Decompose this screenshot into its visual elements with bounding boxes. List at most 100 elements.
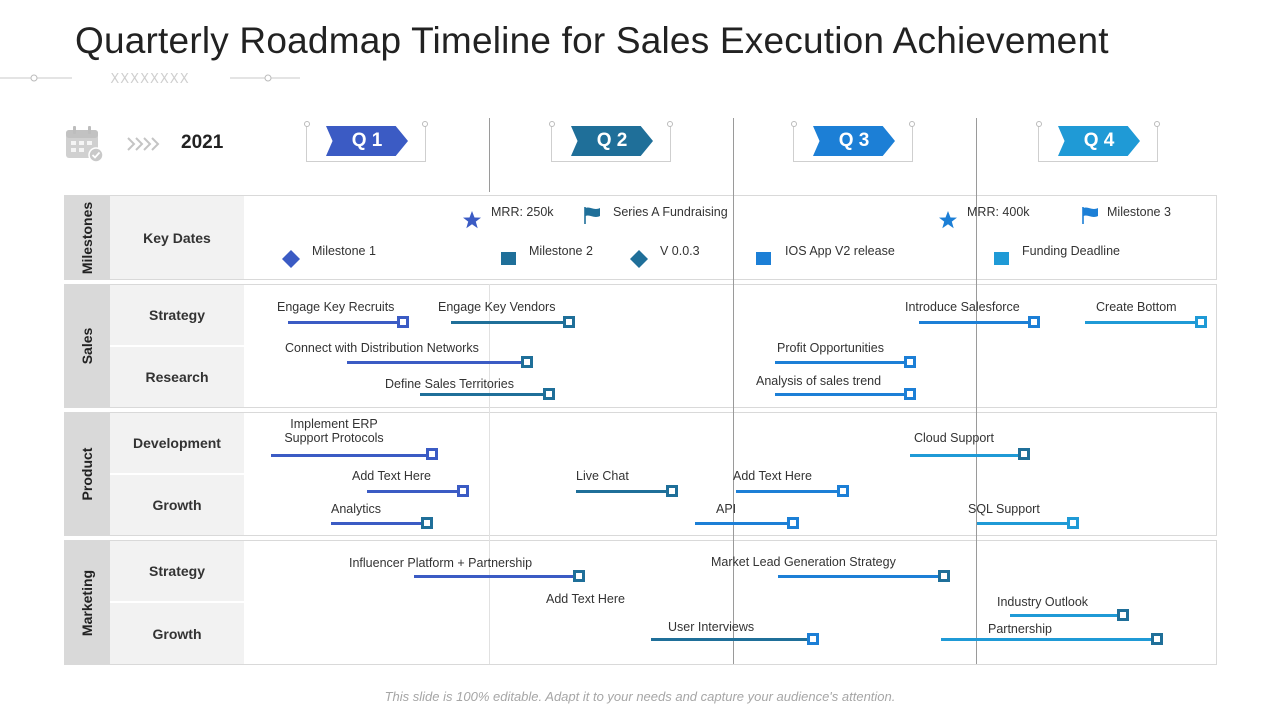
task-label: Industry Outlook	[997, 595, 1089, 609]
task-label: Engage Key Recruits	[277, 300, 395, 314]
task-end-marker	[1018, 448, 1030, 460]
task-end-marker	[837, 485, 849, 497]
milestone-label: Series A Fundraising	[613, 205, 728, 219]
milestone-label: Milestone 1	[312, 244, 376, 258]
quarter-divider-1	[489, 118, 490, 192]
quarter-frame-q1	[304, 121, 428, 162]
row-label-sales-strategy: Strategy	[110, 285, 244, 345]
year-label: 2021	[181, 132, 224, 153]
task-label: Create Bottom	[1096, 300, 1177, 314]
task-bar	[367, 490, 458, 493]
task-bar	[775, 361, 905, 364]
page-title: Quarterly Roadmap Timeline for Sales Exe…	[75, 20, 1109, 61]
task-end-marker	[563, 316, 575, 328]
task-label: API	[716, 502, 737, 516]
task-label: Add Text Here	[546, 592, 625, 606]
task-label: Partnership	[988, 622, 1052, 636]
task-bar	[941, 638, 1151, 641]
task-label: Define Sales Territories	[385, 377, 514, 391]
quarter-badge-q3: Q 3	[813, 126, 895, 156]
row-label-product-development: Development	[110, 413, 244, 473]
task-bar	[910, 454, 1018, 457]
diamond-icon	[282, 250, 300, 268]
decorative-divider: XXXXXXXX	[0, 72, 300, 86]
calendar-icon	[66, 126, 104, 163]
task-bar	[414, 575, 574, 578]
section-label-product: Product	[64, 412, 109, 536]
task-label: User Interviews	[668, 620, 755, 634]
task-end-marker	[543, 388, 555, 400]
milestone-label: Milestone 2	[529, 244, 593, 258]
section-frame-product	[109, 412, 1217, 536]
task-bar	[651, 638, 808, 641]
quarter-badge-q4: Q 4	[1058, 126, 1140, 156]
task-label: SQL Support	[968, 502, 1040, 516]
task-end-marker	[1028, 316, 1040, 328]
square-icon	[756, 252, 771, 265]
row-separator	[110, 473, 244, 475]
section-label-marketing: Marketing	[64, 540, 109, 665]
task-bar	[347, 361, 522, 364]
task-end-marker	[1151, 633, 1163, 645]
quarter-frame-q3	[791, 121, 915, 162]
task-label: Implement ERP Support Protocols	[284, 417, 384, 445]
task-bar	[775, 393, 905, 396]
section-frame-milestones	[109, 195, 1217, 280]
quarter-frame-q4	[1036, 121, 1160, 162]
task-label: Introduce Salesforce	[905, 300, 1020, 314]
section-label-sales: Sales	[64, 284, 109, 408]
quarter-divider-2	[733, 118, 734, 664]
task-end-marker	[666, 485, 678, 497]
task-end-marker	[904, 356, 916, 368]
task-bar	[1085, 321, 1195, 324]
task-label: Add Text Here	[733, 469, 812, 483]
flag-icon	[1082, 207, 1098, 224]
row-label-marketing-strategy: Strategy	[110, 541, 244, 601]
row-separator	[110, 345, 244, 347]
task-end-marker	[807, 633, 819, 645]
chevrons-right-icon	[127, 137, 160, 151]
task-label: Profit Opportunities	[777, 341, 884, 355]
milestone-label: MRR: 400k	[967, 205, 1030, 219]
task-bar	[977, 522, 1068, 525]
task-bar	[576, 490, 667, 493]
task-label: Cloud Support	[914, 431, 994, 445]
star-icon	[463, 211, 481, 229]
task-bar	[736, 490, 838, 493]
task-end-marker	[397, 316, 409, 328]
task-bar	[1010, 614, 1118, 617]
flag-icon	[584, 207, 600, 224]
task-bar	[695, 522, 788, 525]
task-bar	[451, 321, 563, 324]
task-bar	[331, 522, 422, 525]
row-separator	[110, 601, 244, 603]
task-label: Market Lead Generation Strategy	[711, 555, 896, 569]
section-label-milestones: Milestones	[64, 195, 109, 280]
task-label: Analysis of sales trend	[756, 374, 882, 388]
task-label: Influencer Platform + Partnership	[349, 556, 533, 570]
section-frame-marketing	[109, 540, 1217, 665]
task-end-marker	[426, 448, 438, 460]
task-bar	[778, 575, 939, 578]
milestone-label: MRR: 250k	[491, 205, 554, 219]
task-end-marker	[904, 388, 916, 400]
grid-line	[489, 284, 490, 664]
task-bar	[288, 321, 398, 324]
task-bar	[420, 393, 544, 396]
task-bar	[919, 321, 1029, 324]
task-end-marker	[521, 356, 533, 368]
task-label: Add Text Here	[352, 469, 431, 483]
footer-note: This slide is 100% editable. Adapt it to…	[384, 689, 896, 704]
task-end-marker	[573, 570, 585, 582]
quarter-divider-3	[976, 118, 977, 664]
task-label: Analytics	[331, 502, 382, 516]
milestone-label: V 0.0.3	[660, 244, 700, 258]
task-end-marker	[1117, 609, 1129, 621]
task-end-marker	[1067, 517, 1079, 529]
row-label-marketing-growth: Growth	[110, 603, 244, 664]
task-end-marker	[787, 517, 799, 529]
task-end-marker	[421, 517, 433, 529]
task-end-marker	[1195, 316, 1207, 328]
quarter-frame-q2	[549, 121, 673, 162]
quarter-badge-q1: Q 1	[326, 126, 408, 156]
